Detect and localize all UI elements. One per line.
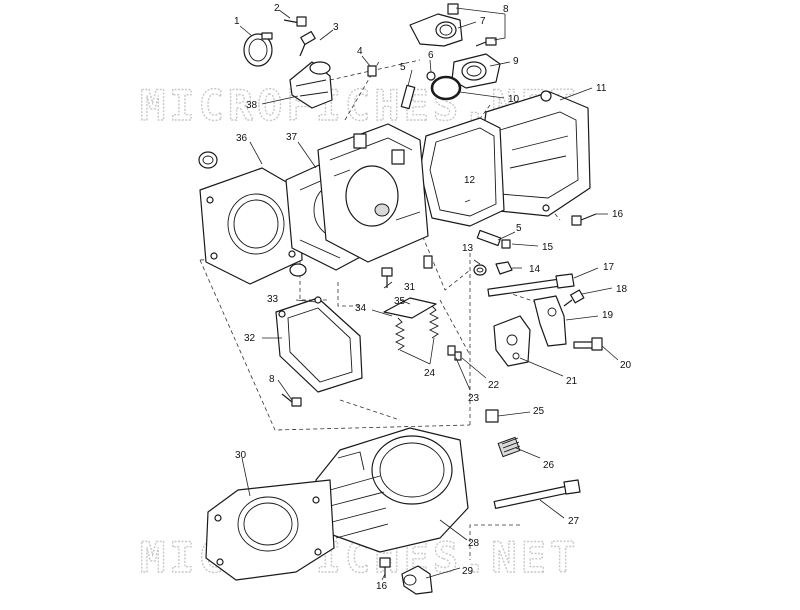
callout-4: 4 <box>357 46 363 57</box>
callout-16: 16 <box>612 209 624 220</box>
callout-36: 36 <box>236 133 248 144</box>
part-cylinder-head-31 <box>317 123 429 263</box>
part-bolt-3 <box>299 30 316 57</box>
part-nut-6 <box>426 71 436 81</box>
part-fitting-26 <box>497 436 521 458</box>
part-long-bolt-27 <box>493 479 581 509</box>
part-valve-cover <box>479 90 591 217</box>
part-long-bolt-17 <box>487 273 575 297</box>
part-bolt-16-lower <box>379 557 391 578</box>
part-dowel-25 <box>485 409 499 423</box>
part-bolt-16 <box>571 213 597 226</box>
part-bolt-small <box>381 267 393 288</box>
callout-27: 27 <box>568 516 580 527</box>
part-washer-13 <box>473 264 487 276</box>
callout-5-lower: 5 <box>516 223 522 234</box>
callout-3: 3 <box>333 22 339 33</box>
callout-34: 34 <box>355 303 367 314</box>
part-dowel-small <box>423 255 433 269</box>
callout-8-lower: 8 <box>269 374 275 385</box>
part-bolt-2 <box>283 16 307 27</box>
callout-2: 2 <box>274 3 280 14</box>
callout-11: 11 <box>596 83 607 94</box>
callout-12: 12 <box>464 175 476 186</box>
part-stud-5 <box>400 84 416 110</box>
callout-21: 21 <box>566 376 578 387</box>
part-bolt-8-lower <box>281 393 302 407</box>
callout-35: 35 <box>394 296 406 307</box>
callout-28: 28 <box>468 538 480 549</box>
callout-5: 5 <box>400 62 406 73</box>
callout-26: 26 <box>543 460 555 471</box>
callout-29: 29 <box>462 566 474 577</box>
part-pin-15 <box>476 229 511 249</box>
part-elbow-fitting <box>409 3 463 47</box>
callout-15: 15 <box>542 242 554 253</box>
part-cap-23 <box>454 351 462 361</box>
callout-23: 23 <box>468 393 480 404</box>
callout-labels: 1 2 3 4 5 6 7 8 9 10 11 12 13 14 15 16 1… <box>234 3 632 592</box>
callout-14: 14 <box>529 264 541 275</box>
callout-10: 10 <box>508 94 520 105</box>
callout-25: 25 <box>533 406 545 417</box>
part-cover-gasket <box>419 117 505 227</box>
leader-lines <box>239 7 619 581</box>
part-base-gasket-30 <box>205 479 335 581</box>
part-dowel-4 <box>367 65 377 77</box>
callout-20: 20 <box>620 360 632 371</box>
callout-1: 1 <box>234 16 240 27</box>
callout-30: 30 <box>235 450 247 461</box>
part-head-gasket-36 <box>199 167 303 285</box>
part-bolt-18 <box>563 289 585 307</box>
part-nut-14 <box>495 261 513 275</box>
part-seal-small <box>289 263 307 277</box>
part-bolt-20 <box>573 337 603 351</box>
callout-6: 6 <box>428 50 434 61</box>
part-clamp <box>243 32 273 67</box>
part-intake-boot <box>289 61 333 109</box>
watermark-top: MICROFICHES.NET <box>140 81 579 130</box>
part-plate-35 <box>383 297 437 319</box>
callout-37: 37 <box>286 132 298 143</box>
part-cap-22 <box>447 345 456 356</box>
callout-9: 9 <box>513 56 519 67</box>
part-bracket-21 <box>493 315 531 367</box>
part-bracket-19 <box>533 295 567 347</box>
part-o-ring <box>430 75 462 101</box>
callout-38: 38 <box>246 100 258 111</box>
part-bolt-8 <box>475 37 497 47</box>
callout-16-lower: 16 <box>376 581 388 592</box>
callout-31: 31 <box>404 282 416 293</box>
callout-33: 33 <box>267 294 279 305</box>
callout-32: 32 <box>244 333 256 344</box>
part-cylinder-block-28 <box>313 427 469 553</box>
part-side-cover-32 <box>275 296 363 393</box>
part-oil-seal <box>198 151 218 169</box>
callout-18: 18 <box>616 284 628 295</box>
part-elbow-29 <box>401 565 433 595</box>
part-springs-24 <box>394 305 440 351</box>
callout-8: 8 <box>503 4 509 15</box>
callout-22: 22 <box>488 380 500 391</box>
callout-24: 24 <box>424 368 436 379</box>
callout-19: 19 <box>602 310 614 321</box>
callout-13: 13 <box>462 243 474 254</box>
callout-17: 17 <box>603 262 615 273</box>
callout-7: 7 <box>480 16 486 27</box>
